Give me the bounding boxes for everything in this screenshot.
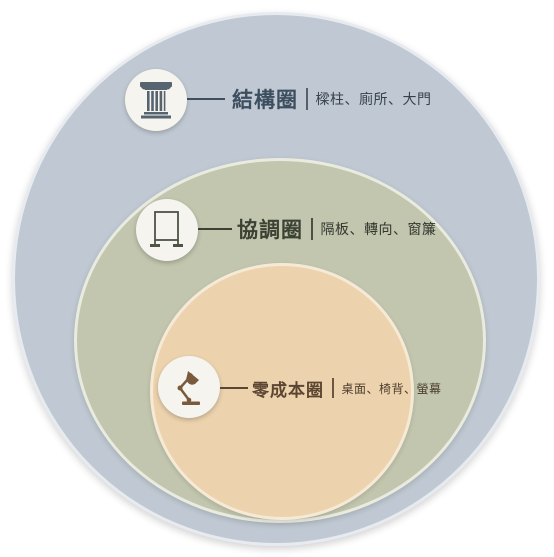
zero-cost-label: 零成本圈 桌面、椅背、螢幕 (252, 374, 442, 402)
partition-board-icon (150, 211, 183, 247)
level-title: 協調圈 (237, 218, 303, 242)
coordination-label: 協調圈 隔板、轉向、窗簾 (237, 214, 437, 244)
level-title: 結構圈 (232, 88, 298, 112)
divider (332, 378, 334, 398)
connector-line (187, 98, 225, 100)
column-icon (140, 82, 172, 119)
level-items: 隔板、轉向、窗簾 (320, 222, 437, 238)
desk-lamp-icon (177, 371, 200, 405)
level-title: 零成本圈 (252, 380, 324, 401)
level-items: 桌面、椅背、螢幕 (341, 381, 442, 396)
partition-icon-badge (136, 199, 198, 261)
connector-line (220, 387, 248, 389)
column-icon-badge (125, 69, 187, 131)
divider (311, 218, 313, 240)
connector-line (198, 228, 232, 230)
structure-label: 結構圈 樑柱、廁所、大門 (232, 84, 432, 114)
level-items: 樑柱、廁所、大門 (315, 92, 432, 108)
lamp-icon-badge (158, 356, 220, 418)
divider (306, 88, 308, 110)
